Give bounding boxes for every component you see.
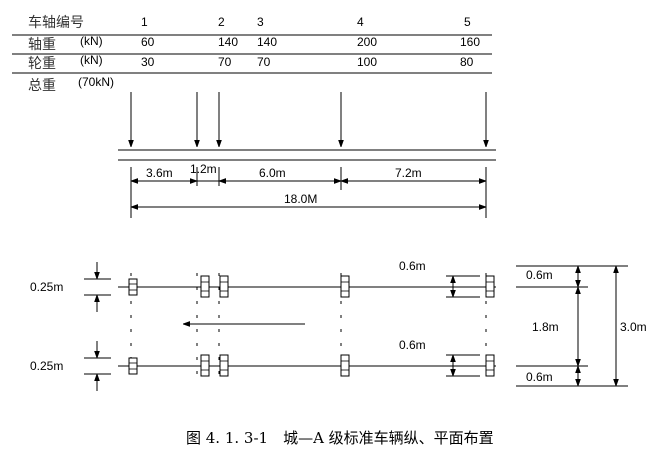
total-length-dimension: 18.0M — [131, 192, 486, 207]
row-unit-total-weight: (70kN) — [78, 75, 114, 89]
row-unit-axle-load: (kN) — [80, 34, 103, 48]
wheel-track-dimension-bottom: 0.6m — [399, 338, 480, 377]
wheel-width-dimension-bottom: 0.25m — [30, 341, 111, 391]
wheel-width-dimension-top: 0.25m — [30, 262, 111, 312]
axle-table: 车轴编号 1 2 3 4 5 轴重 (kN) 60 140 140 200 16… — [12, 14, 492, 94]
wheel — [219, 275, 229, 298]
row-label-total-weight: 总重 — [28, 78, 56, 94]
wheel-track-label-bottom: 0.6m — [399, 338, 426, 352]
cell-axle-load-4: 200 — [357, 35, 377, 49]
axle-spacing-dimensions: 3.6m 1.2m 6.0m 7.2m — [131, 162, 486, 181]
cell-wheel-load-2: 70 — [218, 55, 232, 69]
plan-view: 0.25m 0.25m 0.6m 0.6m — [30, 259, 647, 391]
wheel — [485, 354, 495, 377]
axle-centerlines — [130, 273, 487, 381]
wheel — [485, 275, 495, 298]
wheels-right — [128, 354, 495, 377]
wheel — [340, 275, 350, 298]
overall-width-label: 3.0m — [620, 320, 647, 334]
wheel — [128, 357, 138, 375]
cell-axle-2: 2 — [218, 15, 225, 29]
wheel-treads-left — [129, 281, 494, 292]
cell-axle-4: 4 — [357, 15, 364, 29]
row-label-wheel-load: 轮重 — [28, 56, 56, 72]
cell-axle-5: 5 — [464, 15, 471, 29]
spacing-label-2: 1.2m — [190, 162, 217, 176]
axle-load-arrows — [131, 92, 486, 147]
wheel — [200, 354, 210, 377]
cell-axle-load-2: 140 — [218, 35, 238, 49]
cell-wheel-load-5: 80 — [460, 55, 474, 69]
spacing-label-4: 7.2m — [395, 166, 422, 180]
spacing-label-1: 3.6m — [146, 166, 173, 180]
wheel-width-label-top: 0.25m — [30, 280, 63, 294]
center-spacing-label: 1.8m — [532, 320, 559, 334]
cell-wheel-load-1: 30 — [141, 55, 155, 69]
row-unit-wheel-load: (kN) — [80, 53, 103, 67]
cell-axle-load-1: 60 — [141, 35, 155, 49]
row-label-axle-load: 轴重 — [28, 37, 56, 53]
spacing-label-3: 6.0m — [259, 166, 286, 180]
vehicle-width-dimensions: 0.6m 1.8m 0.6m 3.0m — [516, 265, 647, 387]
wheel-track-label-top: 0.6m — [399, 259, 426, 273]
wheel — [219, 354, 229, 377]
cell-wheel-load-3: 70 — [257, 55, 271, 69]
wheel — [200, 275, 210, 298]
wheel — [340, 354, 350, 377]
cell-axle-load-5: 160 — [460, 35, 480, 49]
wheel-treads-right — [129, 360, 494, 371]
wheel-width-label-bottom: 0.25m — [30, 359, 63, 373]
cell-axle-load-3: 140 — [257, 35, 277, 49]
figure-caption: 图 4. 1. 3-1 城—A 级标准车辆纵、平面布置 — [186, 429, 494, 447]
wheels-left — [128, 275, 495, 298]
side-clearance-label-bottom: 0.6m — [526, 370, 553, 384]
row-label-axle-no: 车轴编号 — [28, 14, 84, 31]
cell-wheel-load-4: 100 — [357, 55, 377, 69]
cell-axle-1: 1 — [141, 15, 148, 29]
wheel-track-dimension-top: 0.6m — [399, 259, 480, 298]
total-length-label: 18.0M — [284, 192, 317, 206]
cell-axle-3: 3 — [257, 15, 264, 29]
side-clearance-label-top: 0.6m — [526, 268, 553, 282]
wheel — [128, 278, 138, 296]
